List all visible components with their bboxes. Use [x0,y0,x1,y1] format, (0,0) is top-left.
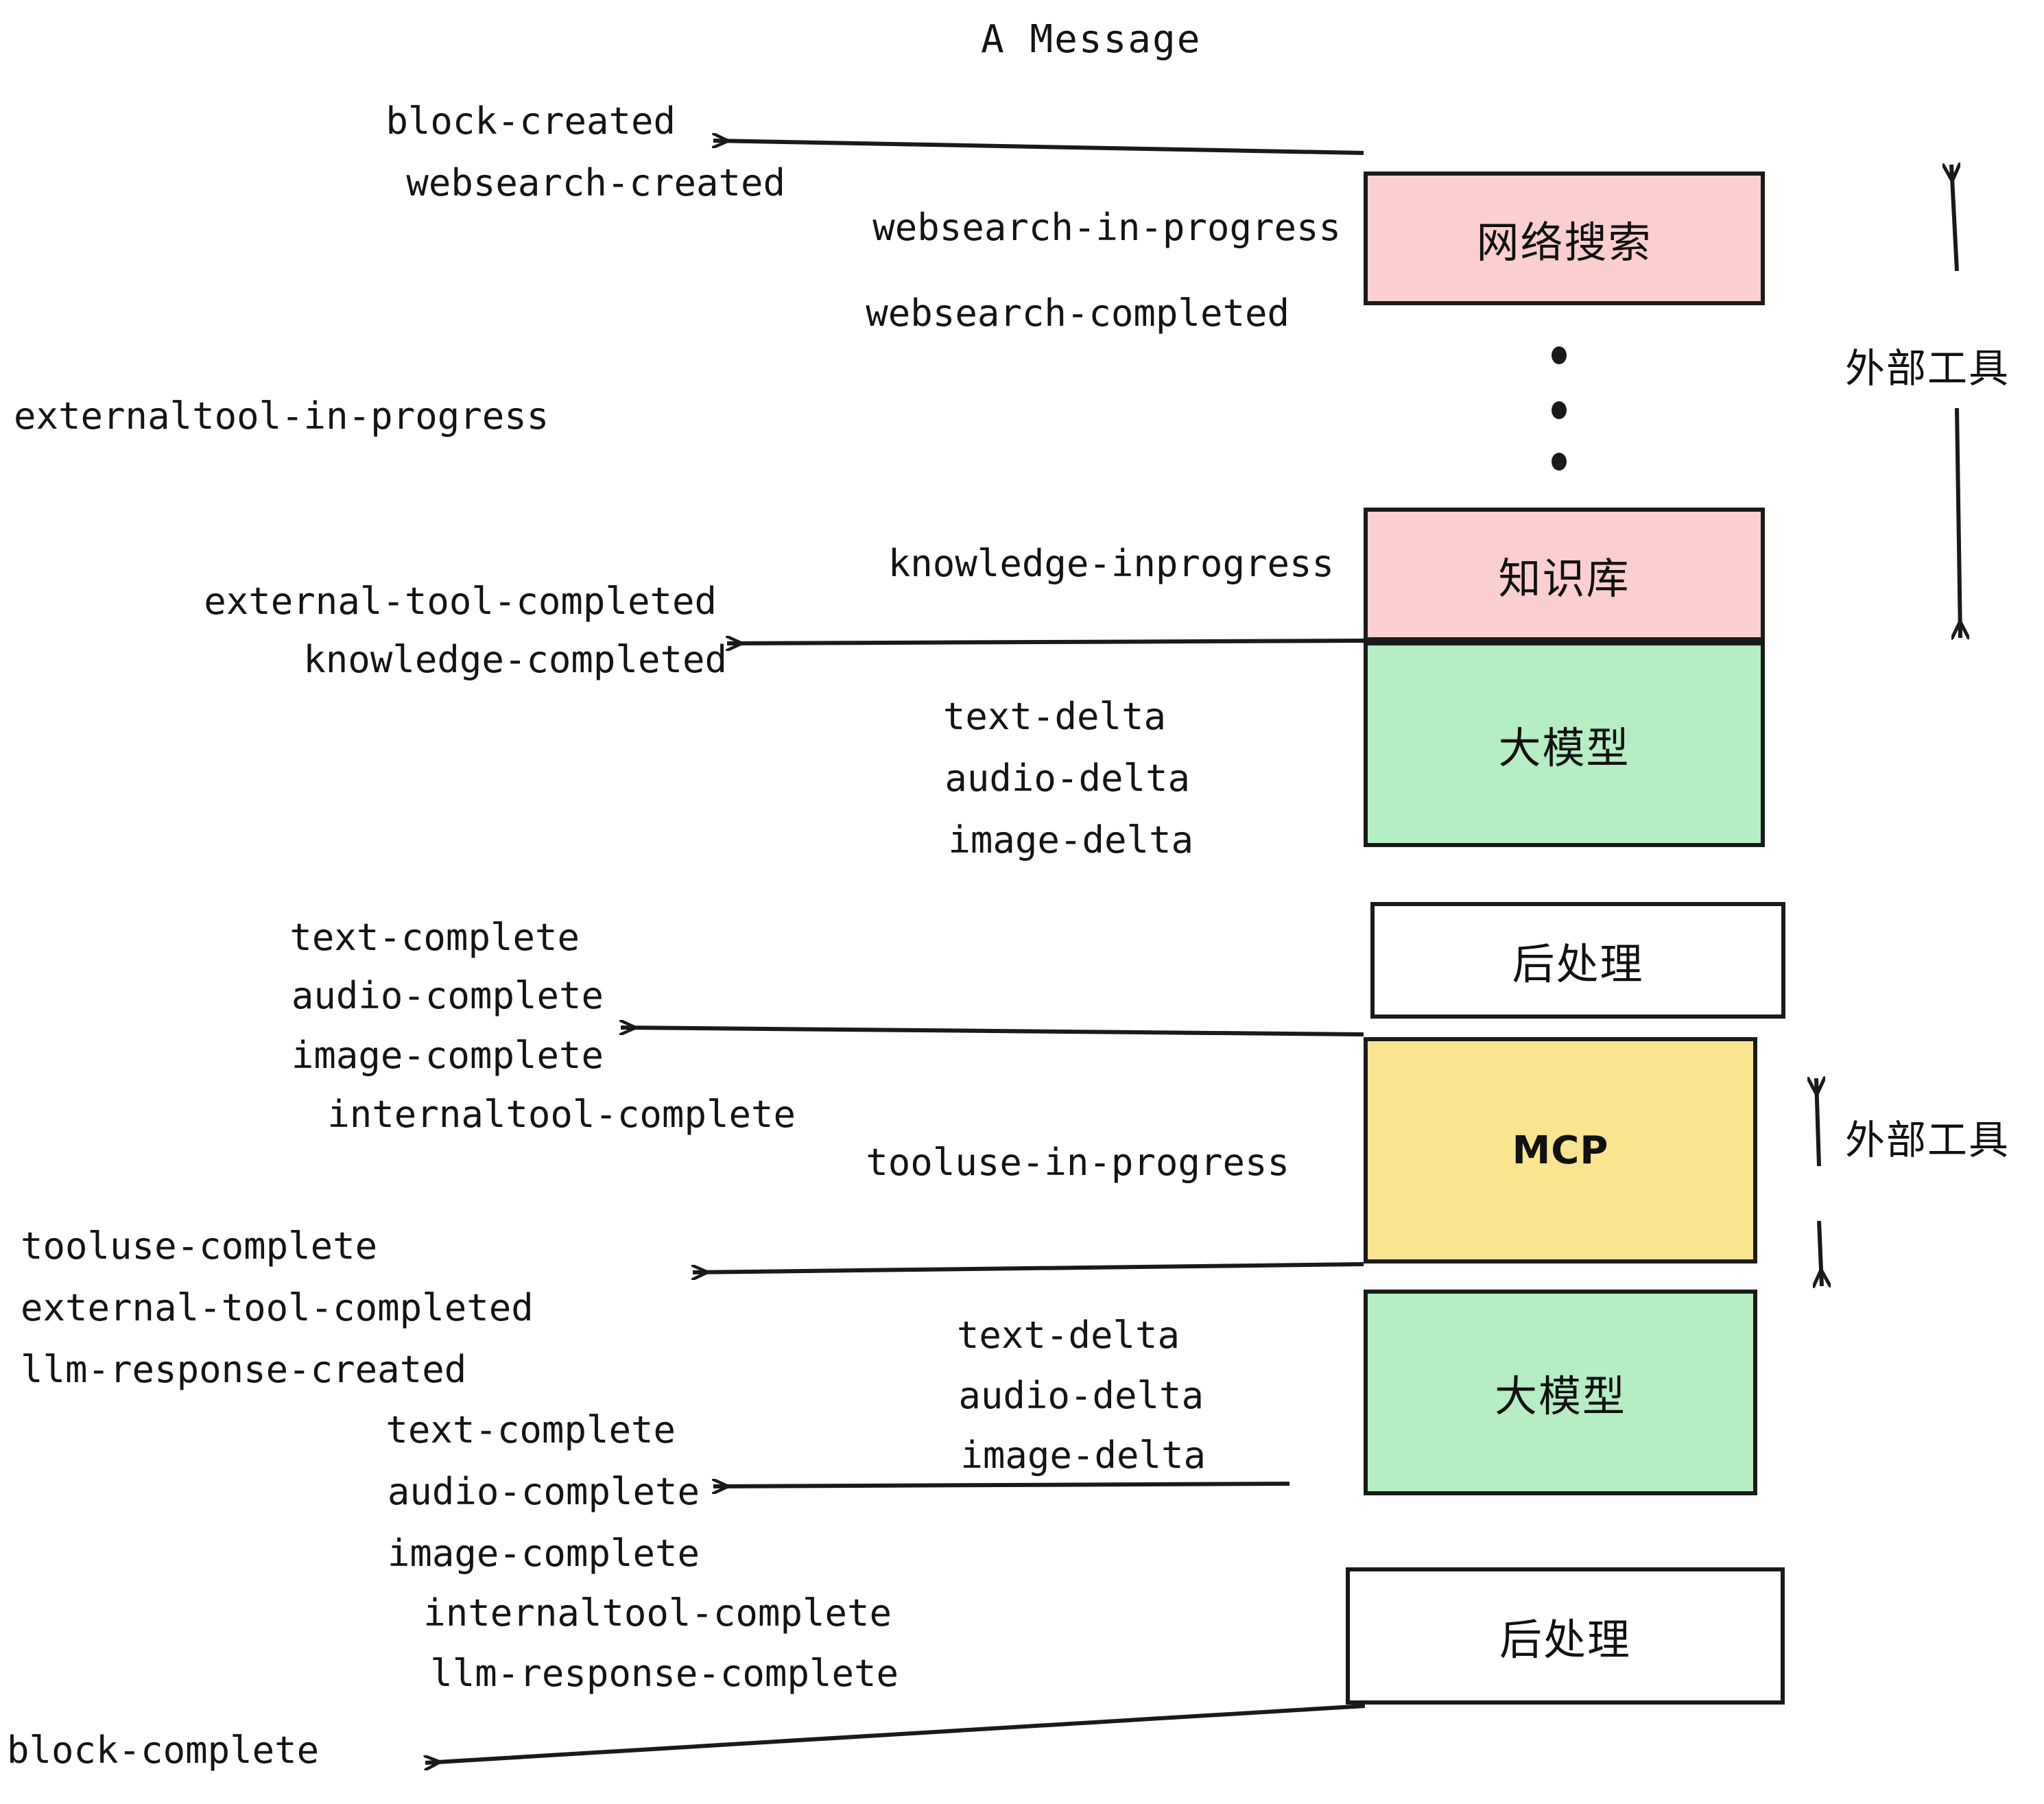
event-tooluse-complete: tooluse-complete [21,1224,378,1268]
arrow-llm-to-audio-complete [713,1484,1290,1486]
event-audio-complete-1: audio-complete [291,974,604,1017]
event-llm-response-created: llm-response-created [21,1348,467,1391]
ellipsis-dot-2 [1552,401,1567,419]
node-llm-2[interactable]: 大模型 [1364,1290,1757,1495]
node-mcp[interactable]: MCP [1364,1037,1757,1263]
event-image-delta-1: image-delta [948,818,1193,862]
event-websearch-completed: websearch-completed [866,292,1290,335]
event-text-delta-1: text-delta [942,695,1166,738]
event-knowledge-inprogress: knowledge-inprogress [888,542,1334,585]
node-knowledge[interactable]: 知识库 [1364,508,1765,641]
event-websearch-in-progress: websearch-in-progress [872,206,1341,249]
event-internaltool-complete-2: internaltool-complete [423,1591,892,1635]
node-websearch-label: 网络搜索 [1476,217,1652,268]
ellipsis-dot-1 [1552,346,1567,364]
external-tools-arrow-up-top [1951,165,1957,272]
event-internaltool-complete-1: internaltool-complete [327,1093,796,1136]
external-tools-label-top: 外部工具 [1845,345,2010,392]
arrow-postprocess-to-image-complete [621,1028,1364,1036]
arrow-postprocess-to-block-complete [425,1704,1366,1763]
event-block-created: block-created [385,99,676,143]
event-websearch-created: websearch-created [406,161,785,204]
node-websearch[interactable]: 网络搜索 [1364,171,1765,305]
external-tools-label-bottom: 外部工具 [1845,1117,2010,1163]
node-postprocess-2-label: 后处理 [1499,1615,1631,1665]
event-block-complete: block-complete [7,1729,320,1772]
node-postprocess-2[interactable]: 后处理 [1346,1567,1785,1705]
event-audio-complete-2: audio-complete [387,1470,700,1513]
event-text-complete-2: text-complete [385,1408,676,1451]
event-image-complete-2: image-complete [387,1532,700,1575]
node-llm-1[interactable]: 大模型 [1364,641,1765,847]
node-postprocess-1[interactable]: 后处理 [1370,902,1785,1019]
arrow-mcp-to-external-tool-completed [693,1262,1364,1272]
event-image-delta-2: image-delta [960,1434,1206,1477]
node-knowledge-label: 知识库 [1498,553,1630,604]
external-tools-arrow-down-bottom [1819,1220,1822,1286]
event-llm-response-complete: llm-response-complete [430,1652,899,1695]
event-external-tool-completed-1: external-tool-completed [204,580,717,623]
node-postprocess-1-label: 后处理 [1512,939,1644,989]
node-mcp-label: MCP [1512,1128,1609,1173]
event-text-delta-2: text-delta [956,1314,1180,1357]
event-knowledge-completed: knowledge-completed [303,638,727,681]
external-tools-arrow-down-top [1957,407,1960,638]
ellipsis-dot-3 [1552,453,1567,471]
arrow-knowledge-to-knowledge-completed [727,641,1364,643]
diagram-title: A Message [981,17,1202,62]
node-llm-2-label: 大模型 [1494,1371,1626,1421]
event-external-tool-completed-2: external-tool-completed [21,1286,534,1329]
event-tooluse-in-progress: tooluse-in-progress [866,1141,1290,1184]
event-audio-delta-2: audio-delta [958,1374,1204,1417]
event-audio-delta-1: audio-delta [944,757,1190,800]
event-image-complete-1: image-complete [291,1034,604,1077]
event-externaltool-in-progress: externaltool-in-progress [14,394,549,438]
node-llm-1-label: 大模型 [1498,723,1630,773]
external-tools-arrow-up-bottom [1816,1078,1819,1167]
arrow-websearch-to-block-created [713,141,1364,155]
event-text-complete-1: text-complete [289,916,580,959]
